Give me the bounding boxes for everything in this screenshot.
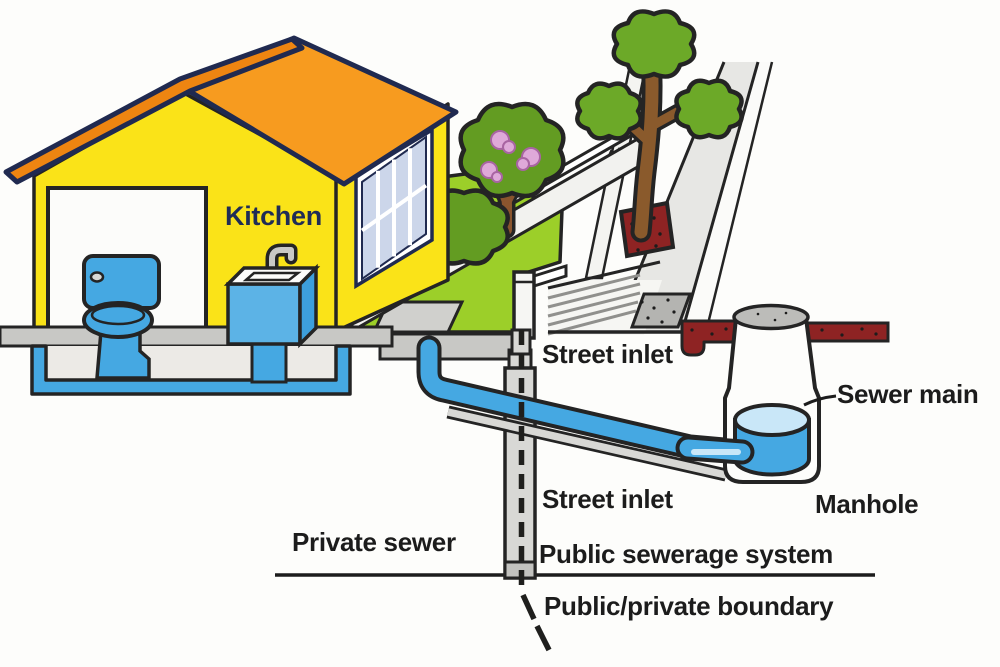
gate-post	[512, 263, 568, 340]
sewer-main-label: Sewer main	[837, 379, 979, 409]
private-sewer-label: Private sewer	[292, 527, 456, 557]
under-house-drain	[30, 344, 352, 396]
lateral-trench	[446, 405, 728, 482]
manhole-cover	[732, 303, 810, 331]
kitchen-sink	[223, 243, 321, 384]
sewer-main-opening	[733, 403, 811, 437]
roof-front-edge	[3, 36, 305, 185]
sewer-main-pointer	[803, 394, 837, 407]
public-private-boundary-line	[518, 330, 552, 652]
toilet	[82, 254, 161, 380]
manhole	[675, 303, 821, 484]
street-inlet-lower-label: Street inlet	[542, 484, 673, 514]
street-far-strip	[684, 62, 772, 332]
street-inlet-grate	[629, 292, 693, 329]
street-tree	[575, 9, 744, 259]
kitchen-label: Kitchen	[225, 201, 322, 231]
blossoms	[480, 130, 541, 183]
public-private-boundary-label: Public/private boundary	[544, 591, 834, 621]
public-sewerage-system-label: Public sewerage system	[539, 539, 833, 569]
pipe-into-main	[675, 435, 755, 465]
private-lateral-pipe	[416, 335, 759, 465]
street-inlet-upper-label: Street inlet	[542, 339, 673, 369]
faucet	[265, 243, 298, 297]
tree-foliage	[575, 9, 744, 141]
manhole-label: Manhole	[815, 489, 919, 519]
